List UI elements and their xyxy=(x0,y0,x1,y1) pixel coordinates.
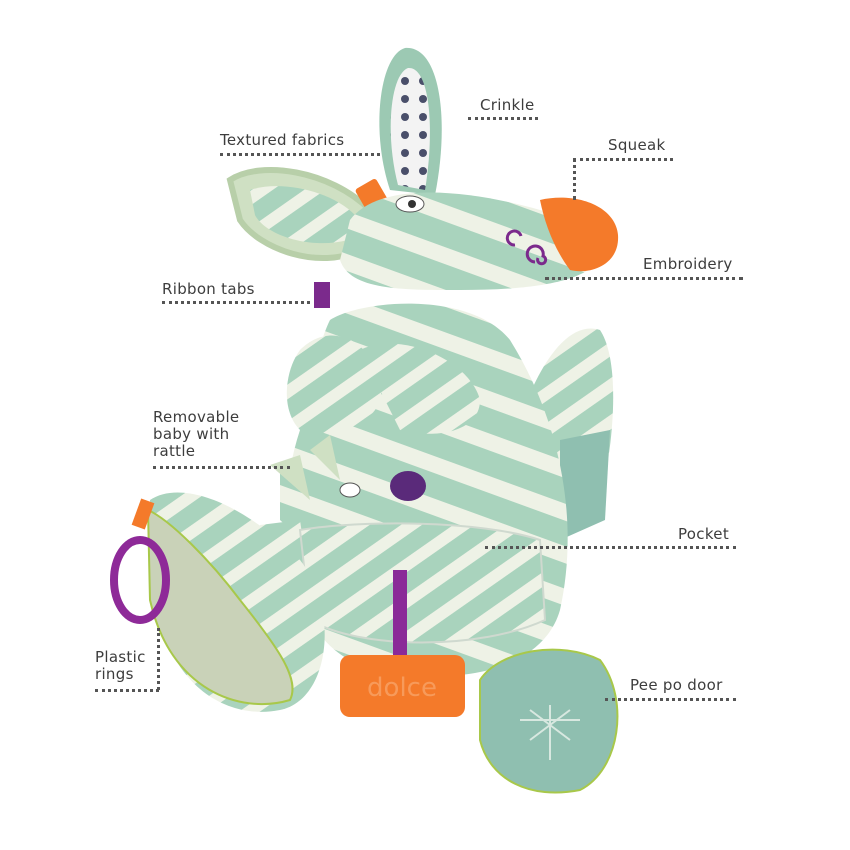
brand-logo: dolce xyxy=(367,673,437,703)
label-ribbon-tabs: Ribbon tabs xyxy=(162,280,255,298)
label-embroidery: Embroidery xyxy=(643,255,733,273)
label-line: rattle xyxy=(153,442,196,460)
label-plastic-rings: Plastic rings xyxy=(95,649,146,683)
label-removable-baby: Removable baby with rattle xyxy=(153,409,239,460)
label-squeak: Squeak xyxy=(608,136,666,154)
label-pocket: Pocket xyxy=(678,525,729,543)
label-line: rings xyxy=(95,665,134,683)
leader-plastic-rings-vertical xyxy=(157,628,160,690)
pocket xyxy=(298,522,547,644)
leader-squeak xyxy=(573,158,673,161)
embroidery xyxy=(505,229,548,266)
leader-crinkle xyxy=(468,117,538,120)
leader-embroidery xyxy=(545,277,743,280)
leader-ribbon-tabs xyxy=(162,301,310,304)
label-textured-fabrics: Textured fabrics xyxy=(220,131,345,149)
label-pee-po-door: Pee po door xyxy=(630,676,723,694)
label-line: Plastic xyxy=(95,648,146,666)
label-line: baby with xyxy=(153,425,230,443)
leader-plastic-rings xyxy=(95,689,159,692)
leader-squeak-vertical xyxy=(573,158,576,200)
ribbon-tab xyxy=(314,282,330,308)
dolce-teether-tag xyxy=(340,655,465,717)
squeak-nose xyxy=(540,197,619,272)
label-crinkle: Crinkle xyxy=(480,96,535,114)
plastic-ring xyxy=(110,536,170,624)
pee-po-door xyxy=(479,648,619,794)
leader-pee-po-door xyxy=(605,698,736,701)
leader-textured-fabrics xyxy=(220,153,380,156)
label-line: Removable xyxy=(153,408,240,426)
head xyxy=(340,192,603,290)
leader-pocket xyxy=(485,546,736,549)
leader-removable-baby xyxy=(153,466,290,469)
